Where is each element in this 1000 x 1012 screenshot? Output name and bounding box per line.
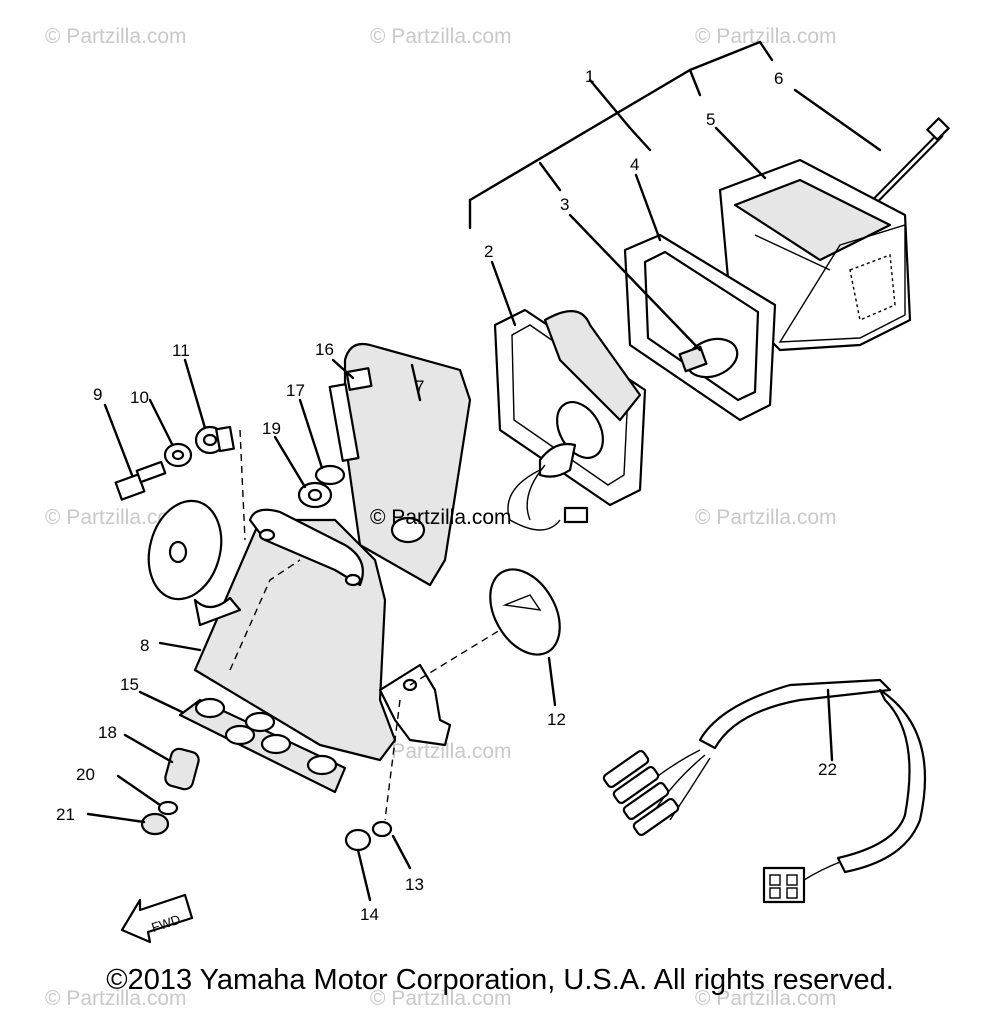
callout-4: 4 bbox=[630, 155, 639, 174]
callout-21: 21 bbox=[56, 805, 75, 824]
reflector-strip-15 bbox=[178, 697, 347, 794]
callout-5: 5 bbox=[706, 110, 715, 129]
callout-6: 6 bbox=[774, 69, 783, 88]
watermark-bottom-center: © Partzilla.com bbox=[370, 987, 512, 1010]
watermark-top-center: © Partzilla.com bbox=[370, 25, 512, 48]
callout-18: 18 bbox=[98, 723, 117, 742]
watermark-mid-right: © Partzilla.com bbox=[695, 506, 837, 529]
watermark-mid-left: © Partzilla.com bbox=[45, 506, 187, 529]
callout-10: 10 bbox=[130, 388, 149, 407]
callout-16: 16 bbox=[315, 340, 334, 359]
callout-13: 13 bbox=[405, 875, 424, 894]
assembly-bracket-1 bbox=[468, 40, 774, 230]
washer-17 bbox=[314, 464, 346, 486]
washer-20 bbox=[157, 800, 179, 816]
forward-arrow: FWD bbox=[120, 893, 194, 944]
license-bracket-8 bbox=[193, 508, 452, 762]
collar-11 bbox=[194, 425, 235, 455]
reflector-disc-12 bbox=[489, 568, 561, 656]
callout-19: 19 bbox=[262, 419, 281, 438]
callout-8: 8 bbox=[140, 636, 149, 655]
callout-15: 15 bbox=[120, 675, 139, 694]
tail-light-base-2 bbox=[493, 308, 647, 531]
callout-1: 1 bbox=[585, 67, 594, 86]
reflector-disc-left bbox=[147, 499, 223, 601]
nut-14 bbox=[344, 828, 372, 852]
spacer-19 bbox=[297, 481, 333, 509]
watermark-bottom-left: © Partzilla.com bbox=[45, 987, 187, 1010]
watermark-top-right: © Partzilla.com bbox=[695, 25, 837, 48]
callout-3: 3 bbox=[560, 195, 569, 214]
callout-2: 2 bbox=[484, 242, 493, 261]
screw-6 bbox=[872, 117, 950, 204]
callout-12: 12 bbox=[547, 710, 566, 729]
callout-14: 14 bbox=[360, 905, 379, 924]
callout-11: 11 bbox=[172, 341, 190, 360]
watermark-bottom-right: © Partzilla.com bbox=[695, 987, 837, 1010]
washer-10 bbox=[163, 442, 193, 468]
bolt-9 bbox=[114, 460, 167, 501]
washer-13 bbox=[371, 820, 393, 838]
wire-harness-22 bbox=[602, 678, 927, 904]
watermark-lower-center: © Partzilla.com bbox=[370, 740, 512, 763]
grommet-18 bbox=[164, 747, 200, 791]
watermark-top-left: © Partzilla.com bbox=[45, 25, 187, 48]
bolt-16 bbox=[328, 367, 373, 462]
copyright-notice: ©2013 Yamaha Motor Corporation, U.S.A. A… bbox=[106, 964, 894, 996]
watermark-center: © Partzilla.com bbox=[370, 506, 512, 529]
leader-lines bbox=[86, 88, 882, 902]
nut-21 bbox=[140, 812, 170, 836]
callout-9: 9 bbox=[93, 385, 102, 404]
callout-17: 17 bbox=[286, 381, 305, 400]
callout-20: 20 bbox=[76, 765, 95, 784]
reflector-plate-7 bbox=[343, 342, 472, 587]
callout-7: 7 bbox=[415, 377, 424, 396]
callout-22: 22 bbox=[818, 760, 837, 779]
